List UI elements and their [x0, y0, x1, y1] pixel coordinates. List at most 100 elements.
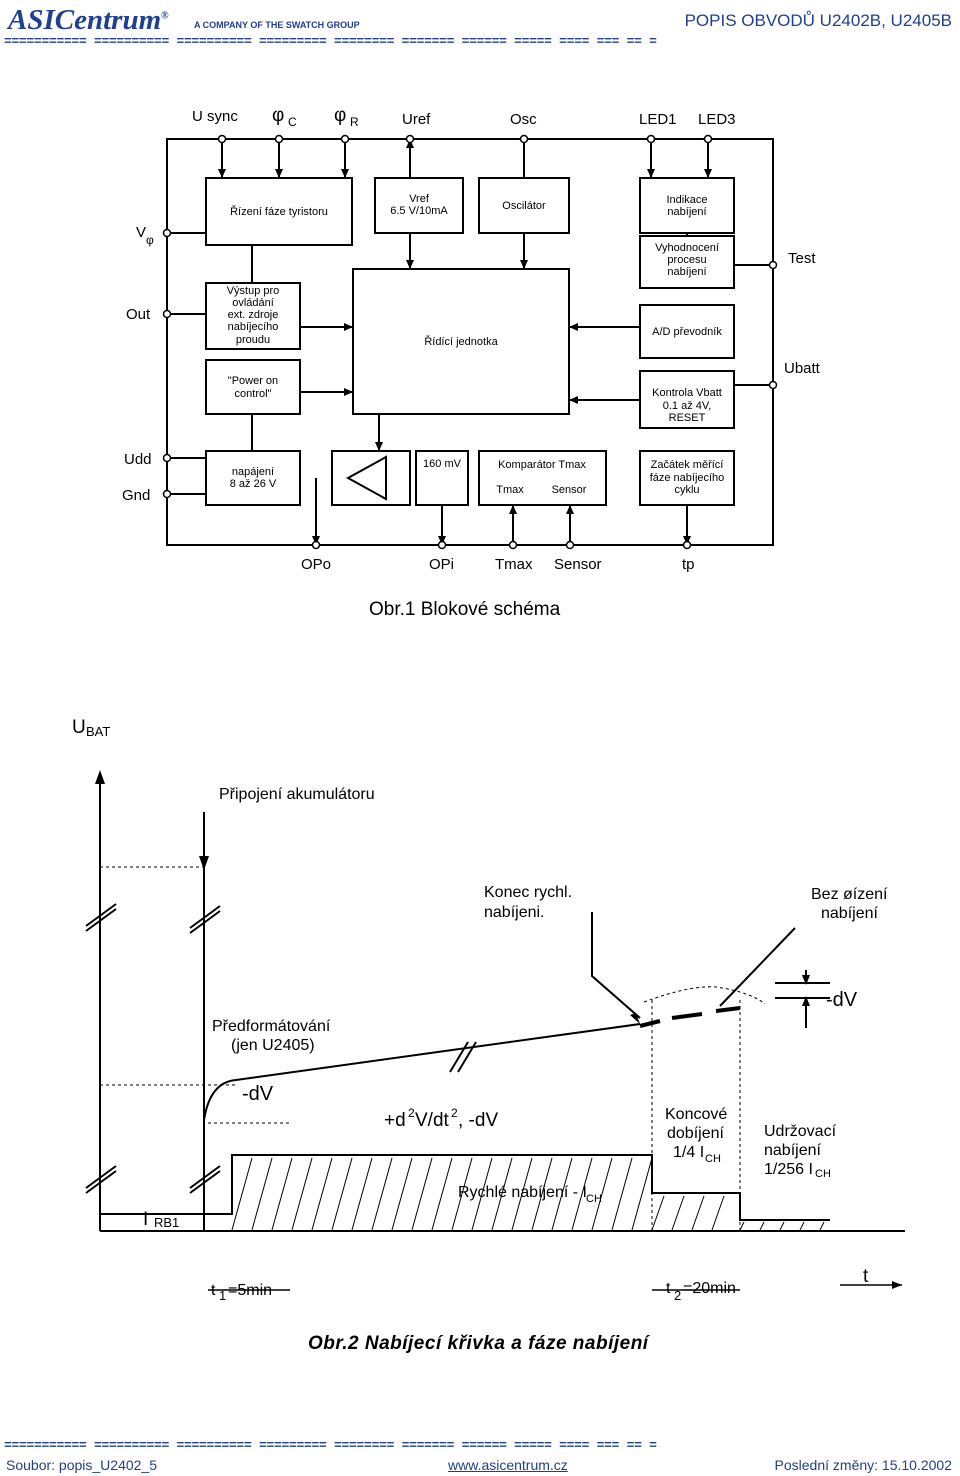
pin-tmax: Tmax	[495, 556, 533, 573]
svg-text:2: 2	[674, 1288, 681, 1303]
pin-tp: tp	[682, 556, 695, 573]
pin-out: Out	[126, 306, 151, 323]
pin-phi-c: φ	[272, 105, 284, 126]
block-160mv: 160 mV	[423, 458, 462, 470]
svg-text:8 až 26 V: 8 až 26 V	[230, 478, 277, 490]
minus-dv-label: -dV	[826, 989, 858, 1011]
current-hatch	[231, 1157, 825, 1231]
block-diagram: U sync φ C φ R Uref Osc LED1 LED3 V φ Ou…	[122, 105, 821, 573]
company-tagline: A COMPANY OF THE SWATCH GROUP	[194, 20, 360, 30]
svg-text:CH: CH	[815, 1168, 831, 1180]
svg-text:6.5 V/10mA: 6.5 V/10mA	[390, 205, 448, 217]
pin-opi: OPi	[429, 556, 454, 573]
document-title: POPIS OBVODŮ U2402B, U2405B	[684, 11, 952, 30]
footer-modified: Poslední změny: 15.10.2002	[774, 1457, 952, 1473]
svg-text:nabíjení: nabíjení	[667, 266, 706, 278]
pin-osc: Osc	[510, 111, 537, 128]
svg-text:nabíjeni.: nabíjeni.	[484, 904, 545, 921]
svg-text:procesu: procesu	[667, 254, 706, 266]
block-evaluation: Vyhodnocení	[655, 242, 719, 254]
pin-opo: OPo	[301, 556, 331, 573]
svg-text:proudu: proudu	[236, 334, 270, 346]
svg-text:2: 2	[451, 1106, 458, 1120]
svg-text:φ: φ	[146, 233, 154, 247]
svg-text:ovládání: ovládání	[232, 297, 274, 309]
figure-2-caption: Obr.2 Nabíjecí křivka a fáze nabíjení	[308, 1333, 649, 1354]
t2-label: t	[666, 1280, 671, 1297]
svg-text:1/4 I: 1/4 I	[673, 1144, 704, 1161]
d2v-label: +d 2 V/dt 2 , -dV	[384, 1106, 498, 1131]
svg-text:Sensor: Sensor	[552, 484, 587, 496]
svg-text:+d: +d	[384, 1110, 406, 1131]
svg-text:1: 1	[219, 1288, 226, 1303]
pin-ubatt: Ubatt	[784, 360, 821, 377]
svg-text:CH: CH	[705, 1153, 721, 1165]
svg-text:V/dt: V/dt	[415, 1110, 450, 1131]
svg-text:1/256 I: 1/256 I	[764, 1161, 813, 1178]
pin-gnd: Gnd	[122, 487, 150, 504]
block-start: Začátek měřící	[651, 459, 724, 471]
svg-text:(jen U2405): (jen U2405)	[231, 1037, 315, 1054]
preform-label: Předformátování	[212, 1018, 331, 1035]
block-supply: napájení	[232, 466, 274, 478]
figure-1-caption: Obr.1 Blokové schéma	[369, 599, 561, 620]
pin-vphi: V	[136, 224, 146, 241]
minus-dv-label-2: -dV	[242, 1083, 274, 1105]
svg-text:=5min: =5min	[228, 1282, 272, 1299]
svg-text:CH: CH	[586, 1193, 602, 1205]
svg-text:, -dV: , -dV	[458, 1110, 498, 1131]
footer-file: Soubor: popis_U2402_5	[6, 1457, 158, 1473]
block-indication: Indikace	[667, 194, 708, 206]
fast-end-label: Konec rychl.	[484, 884, 572, 901]
svg-text:=20min: =20min	[683, 1280, 736, 1297]
pin-led3: LED3	[698, 111, 736, 128]
svg-text:dobíjení: dobíjení	[667, 1125, 724, 1142]
pin-phi-r: φ	[334, 105, 346, 126]
trickle-label: Udržovací	[764, 1123, 837, 1140]
svg-text:control": control"	[235, 388, 272, 400]
svg-text:BAT: BAT	[86, 724, 110, 739]
fast-charge-label: Rychlé nabíjení - I	[458, 1184, 587, 1201]
no-control-label: Bez øízení	[811, 886, 888, 903]
svg-text:nabíjení: nabíjení	[821, 905, 878, 922]
svg-text:fáze nabíjecího: fáze nabíjecího	[650, 472, 725, 484]
company-logo: ASICentrum®	[8, 4, 169, 36]
time-axis-label: t	[863, 1266, 869, 1287]
pin-usync: U sync	[192, 108, 238, 125]
block-comparator: Komparátor Tmax	[498, 459, 586, 471]
footer-rule: =========== ========== ========== ======…	[4, 1438, 657, 1453]
battery-connect-label: Připojení akumulátoru	[219, 786, 375, 803]
block-vbatt: Kontrola Vbatt	[652, 387, 722, 399]
final-charge-label: Koncové	[665, 1106, 727, 1123]
block-power-on: "Power on	[228, 375, 278, 387]
pin-sensor: Sensor	[554, 556, 602, 573]
block-oscillator: Oscilátor	[502, 200, 546, 212]
svg-text:ext. zdroje: ext. zdroje	[228, 309, 279, 321]
footer-link[interactable]: www.asicentrum.cz	[448, 1457, 568, 1473]
svg-text:RB1: RB1	[154, 1215, 179, 1230]
pin-led1: LED1	[639, 111, 677, 128]
svg-text:cyklu: cyklu	[674, 484, 699, 496]
svg-text:R: R	[350, 115, 359, 129]
block-thyristor: Řízení fáze tyristoru	[230, 205, 328, 218]
svg-text:RESET: RESET	[669, 412, 706, 424]
svg-text:C: C	[288, 115, 297, 129]
block-vref: Vref	[409, 193, 430, 205]
block-adc: A/D převodník	[652, 326, 722, 338]
block-output: Výstup pro	[227, 285, 280, 297]
svg-text:nabíjecího: nabíjecího	[228, 321, 279, 333]
header-rule: =========== ========== ========== ======…	[4, 34, 657, 49]
svg-text:Tmax: Tmax	[496, 484, 524, 496]
svg-text:2: 2	[408, 1106, 415, 1120]
pin-uref: Uref	[402, 111, 431, 128]
pin-udd: Udd	[124, 451, 152, 468]
pin-test: Test	[788, 250, 816, 267]
svg-text:0.1 až 4V,: 0.1 až 4V,	[663, 400, 712, 412]
irb-label: I	[143, 1209, 148, 1230]
charge-curve-diagram: U BAT Připojení akumulátoru Konec rychl.…	[72, 717, 905, 1303]
t1-label: t	[211, 1282, 216, 1299]
block-control-unit: Řídící jednotka	[424, 335, 498, 348]
svg-text:nabíjení: nabíjení	[764, 1142, 821, 1159]
ubat-label: U	[72, 717, 86, 738]
svg-text:nabíjení: nabíjení	[667, 206, 706, 218]
